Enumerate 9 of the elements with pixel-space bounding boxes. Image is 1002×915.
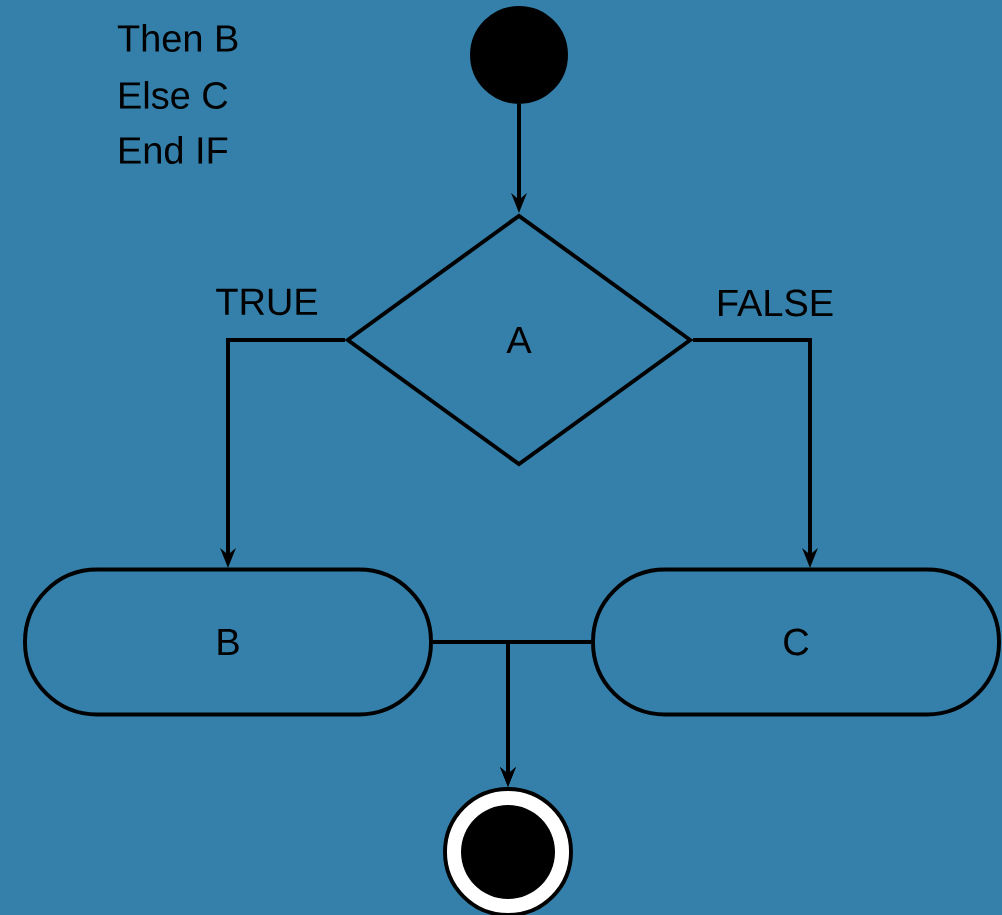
activity-box: B [23, 567, 433, 717]
activity-box: C [591, 567, 1001, 717]
code-text: Then B [117, 24, 238, 52]
edge-label: TRUE [216, 288, 318, 316]
start-circle [470, 6, 568, 104]
edge-label: FALSE [719, 289, 833, 317]
code-text: Else C [120, 81, 228, 109]
end-circle [443, 787, 573, 915]
code-text: End IF [120, 136, 228, 164]
